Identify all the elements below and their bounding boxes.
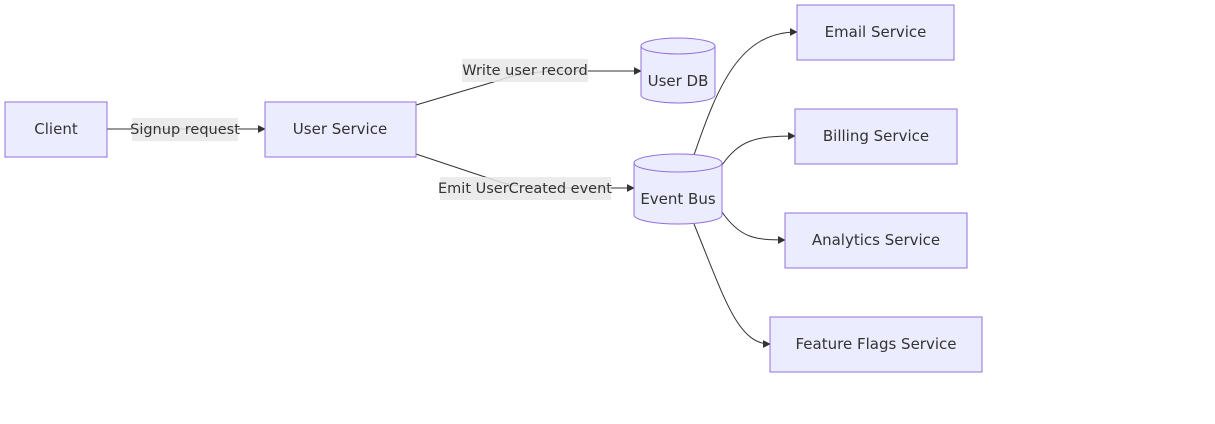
edge-label-signup-request: Signup request [130,118,240,141]
node-client-label: Client [34,120,78,138]
node-user-service-label: User Service [293,120,387,138]
node-email-service: Email Service [796,4,955,61]
edge-label-write-user-record-text: Write user record [462,63,587,79]
edge-event-bus-to-email [693,28,798,156]
node-email-service-label: Email Service [825,23,927,41]
node-billing-service: Billing Service [794,108,958,165]
node-user-db: User DB [640,37,716,104]
node-billing-service-label: Billing Service [823,127,929,145]
edge-event-bus-to-analytics [721,211,786,244]
node-feature-flags-service: Feature Flags Service [769,316,983,373]
node-event-bus-label: Event Bus [640,190,716,208]
edge-label-emit-user-created-text: Emit UserCreated event [438,181,612,197]
node-event-bus: Event Bus [633,153,723,225]
edge-event-bus-to-billing [721,132,796,166]
node-analytics-service-label: Analytics Service [812,231,940,249]
edge-label-emit-user-created: Emit UserCreated event [438,177,612,200]
node-user-db-label: User DB [648,72,709,90]
edge-label-signup-request-text: Signup request [130,122,240,138]
edge-event-bus-to-feature-flags [693,223,771,348]
edge-label-write-user-record: Write user record [462,59,588,82]
node-user-service: User Service [264,101,417,158]
node-feature-flags-service-label: Feature Flags Service [796,335,957,353]
node-analytics-service: Analytics Service [784,212,968,269]
node-client: Client [4,101,108,158]
